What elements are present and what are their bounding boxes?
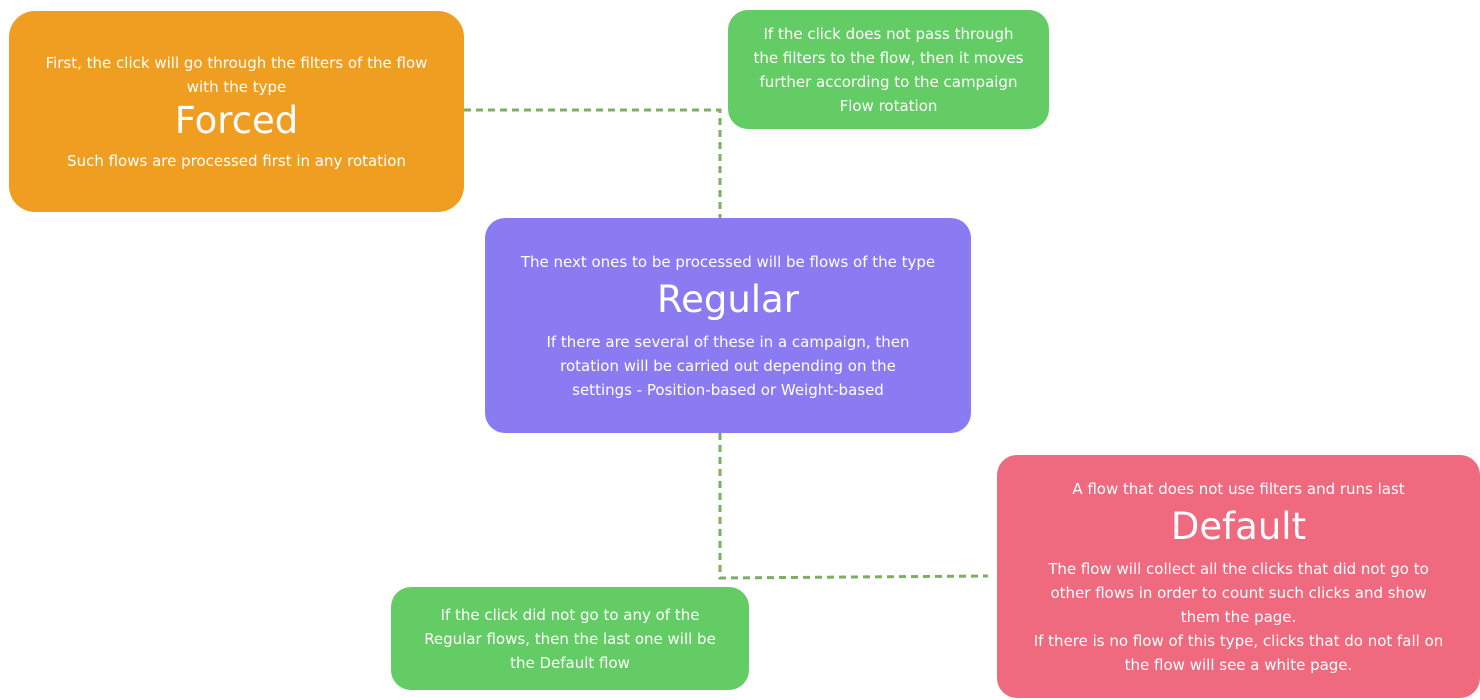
note-filters-rotation-text: If the click does not pass through the f… bbox=[753, 24, 1024, 115]
note-default-fallback-text: If the click did not go to any of the Re… bbox=[424, 605, 716, 672]
default-title: Default bbox=[1170, 504, 1307, 548]
default-description-collect: The flow will collect all the clicks tha… bbox=[1048, 559, 1429, 626]
regular-description: If there are several of these in a campa… bbox=[546, 332, 910, 399]
default-flow-box: A flow that does not use filters and run… bbox=[997, 455, 1480, 698]
forced-description: Such flows are processed first in any ro… bbox=[67, 151, 406, 170]
default-intro-text: A flow that does not use filters and run… bbox=[1072, 479, 1405, 498]
note-default-fallback: If the click did not go to any of the Re… bbox=[391, 587, 749, 690]
forced-flow-box: First, the click will go through the fil… bbox=[9, 11, 464, 212]
connector-forced-to-regular bbox=[464, 108, 722, 218]
regular-intro-text: The next ones to be processed will be fl… bbox=[520, 252, 936, 271]
regular-title: Regular bbox=[657, 277, 799, 321]
default-description-white-page: If there is no flow of this type, clicks… bbox=[1033, 631, 1444, 674]
note-filters-rotation: If the click does not pass through the f… bbox=[728, 10, 1049, 129]
forced-intro-text: First, the click will go through the fil… bbox=[45, 53, 428, 96]
regular-flow-box: The next ones to be processed will be fl… bbox=[485, 218, 971, 433]
connector-regular-to-default bbox=[718, 433, 989, 580]
forced-title: Forced bbox=[174, 98, 299, 142]
